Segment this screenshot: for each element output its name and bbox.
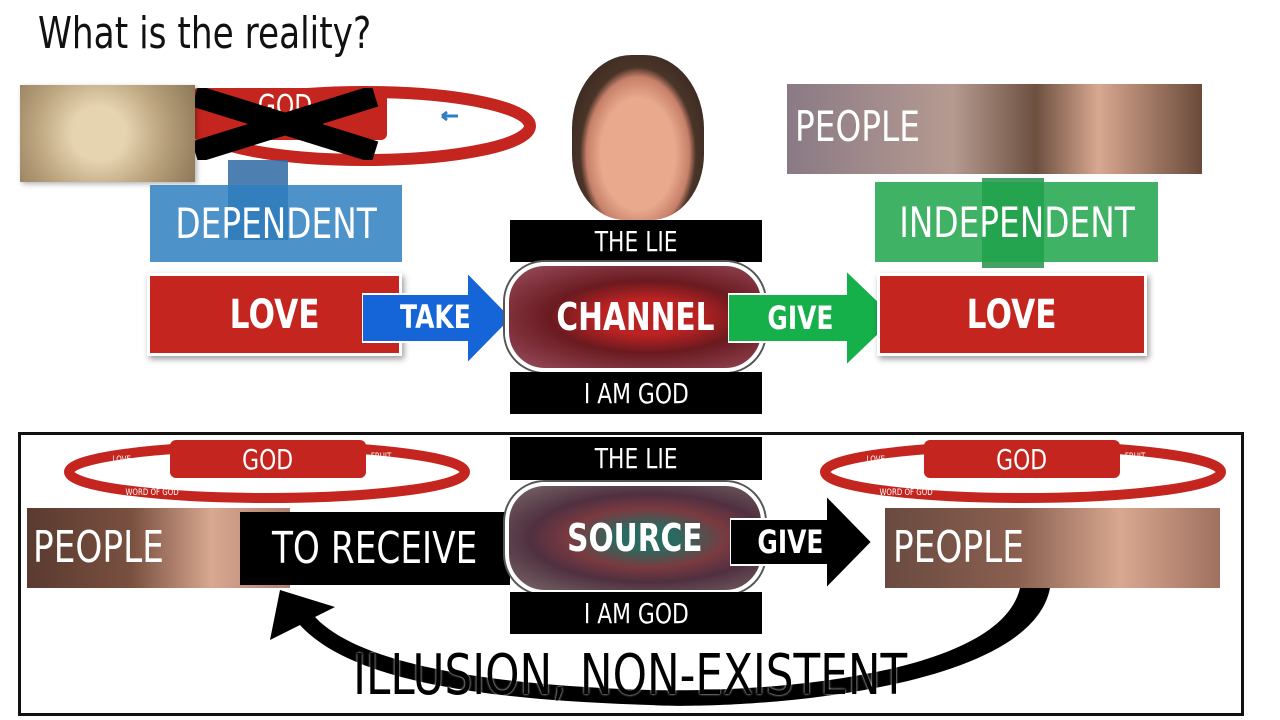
channel-cylinder: CHANNEL (505, 262, 765, 372)
slide-title: What is the reality? (38, 8, 372, 59)
people-photo-right (885, 508, 1220, 588)
ring-fruit-label: FRUIT (401, 104, 427, 117)
i-am-god-bar-bottom: I AM GOD (510, 592, 762, 634)
love-box-right: LOVE (877, 273, 1147, 356)
illusion-label: ILLUSION, NON-EXISTENT (352, 642, 908, 708)
cross-out-icon (191, 88, 379, 160)
people-label-left: PEOPLE (33, 522, 164, 573)
ring-right-fruit: FRUIT (1124, 452, 1146, 462)
people-photo-top (787, 84, 1202, 174)
ring-left-love: LOVE (112, 455, 131, 465)
take-label: TAKE (399, 298, 471, 336)
i-am-god-bar-top: I AM GOD (510, 372, 762, 414)
ring-left-word: WORD OF GOD (125, 488, 179, 498)
people-label-top: PEOPLE (795, 102, 920, 151)
to-receive-box: TO RECEIVE (240, 512, 510, 585)
the-lie-bar-top: THE LIE (510, 220, 762, 262)
give-label-top: GIVE (766, 299, 834, 337)
ring-left-fruit: FRUIT (370, 452, 392, 462)
give-arrow-icon (728, 270, 896, 366)
give-arrow-black-icon (730, 495, 872, 589)
god-ring-bottom-left (64, 440, 470, 503)
ring-right-word: WORD OF GOD (879, 488, 933, 498)
god-ring-bottom-right (820, 440, 1226, 503)
people-label-right: PEOPLE (893, 522, 1024, 573)
independent-box: INDEPENDENT (875, 182, 1158, 262)
source-cylinder: SOURCE (505, 482, 765, 594)
love-box-left: LOVE (147, 273, 402, 356)
give-label-bottom: GIVE (756, 523, 824, 561)
ring-right-love: LOVE (866, 455, 885, 465)
ring-left-god: GOD (242, 442, 294, 476)
curved-return-arrow-icon (270, 588, 1050, 706)
the-lie-bar-bottom: THE LIE (510, 437, 762, 480)
ring-right-god: GOD (996, 442, 1048, 476)
woman-photo (20, 85, 195, 182)
take-arrow-icon (362, 272, 512, 364)
bottom-frame (18, 432, 1244, 716)
man-face-photo (572, 55, 704, 220)
dependent-box: DEPENDENT (150, 185, 402, 262)
